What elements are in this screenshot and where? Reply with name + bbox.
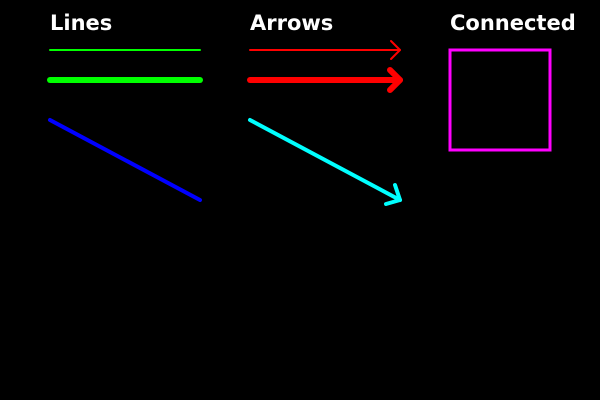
arrows-section-title: Arrows [250, 11, 333, 35]
cyan-diagonal-arrow [248, 118, 402, 206]
lines-section-title: Lines [50, 11, 112, 35]
red-thin-arrow [249, 40, 401, 60]
magenta-connected-square [448, 48, 552, 152]
red-thick-arrow [247, 67, 403, 93]
connected-section-title: Connected [450, 11, 576, 35]
blue-diagonal-line [48, 118, 202, 202]
